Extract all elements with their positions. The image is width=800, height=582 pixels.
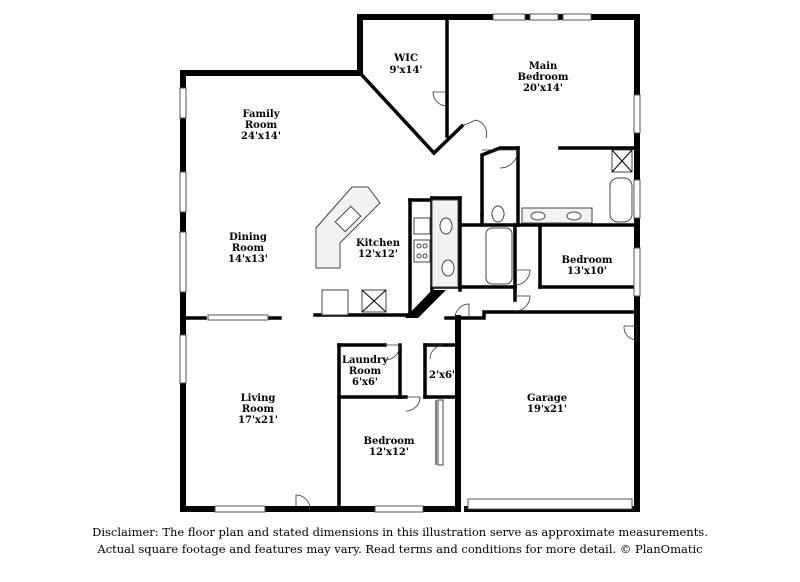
interior-walls bbox=[181, 18, 639, 511]
family-room-name-2: Room bbox=[245, 120, 278, 131]
garage-dims: 19'x21' bbox=[527, 404, 567, 415]
floor-plan: WIC 9'x14' Main Bedroom 20'x14' Family R… bbox=[179, 13, 641, 513]
laundry-room-dims: 6'x6' bbox=[352, 377, 378, 388]
laundry-room-name-2: Room bbox=[349, 366, 382, 377]
garage-name: Garage bbox=[527, 393, 567, 404]
bedroom-east-dims: 13'x10' bbox=[567, 266, 607, 277]
bedroom-south-dims: 12'x12' bbox=[369, 447, 409, 458]
doors bbox=[295, 91, 638, 510]
disclaimer-line-2: Actual square footage and features may v… bbox=[97, 542, 703, 556]
closet-dims: 2'x6' bbox=[429, 370, 455, 381]
kitchen-name: Kitchen bbox=[356, 238, 401, 249]
disclaimer: Disclaimer: The floor plan and stated di… bbox=[0, 524, 800, 558]
room-labels: WIC 9'x14' Main Bedroom 20'x14' Family R… bbox=[228, 53, 613, 458]
dining-room-dims: 14'x13' bbox=[228, 254, 268, 265]
main-bedroom-name-1: Main bbox=[529, 61, 558, 72]
laundry-room-name-1: Laundry bbox=[342, 355, 389, 366]
windows bbox=[179, 13, 641, 513]
wic-dims: 9'x14' bbox=[390, 65, 423, 76]
main-bedroom-dims: 20'x14' bbox=[523, 83, 563, 94]
bath-fixtures bbox=[439, 149, 633, 285]
living-room-name-1: Living bbox=[241, 393, 276, 404]
bedroom-south-name: Bedroom bbox=[364, 436, 415, 447]
living-room-dims: 17'x21' bbox=[238, 415, 278, 426]
family-room-dims: 24'x14' bbox=[241, 131, 281, 142]
dining-room-name-1: Dining bbox=[229, 232, 267, 243]
bedroom-east-name: Bedroom bbox=[562, 255, 613, 266]
disclaimer-line-1: Disclaimer: The floor plan and stated di… bbox=[92, 525, 708, 539]
kitchen-dims: 12'x12' bbox=[358, 249, 398, 260]
family-room-name-1: Family bbox=[242, 109, 280, 120]
dining-room-name-2: Room bbox=[232, 243, 265, 254]
living-room-name-2: Room bbox=[242, 404, 275, 415]
main-bedroom-name-2: Bedroom bbox=[518, 72, 569, 83]
wic-name: WIC bbox=[393, 53, 418, 64]
